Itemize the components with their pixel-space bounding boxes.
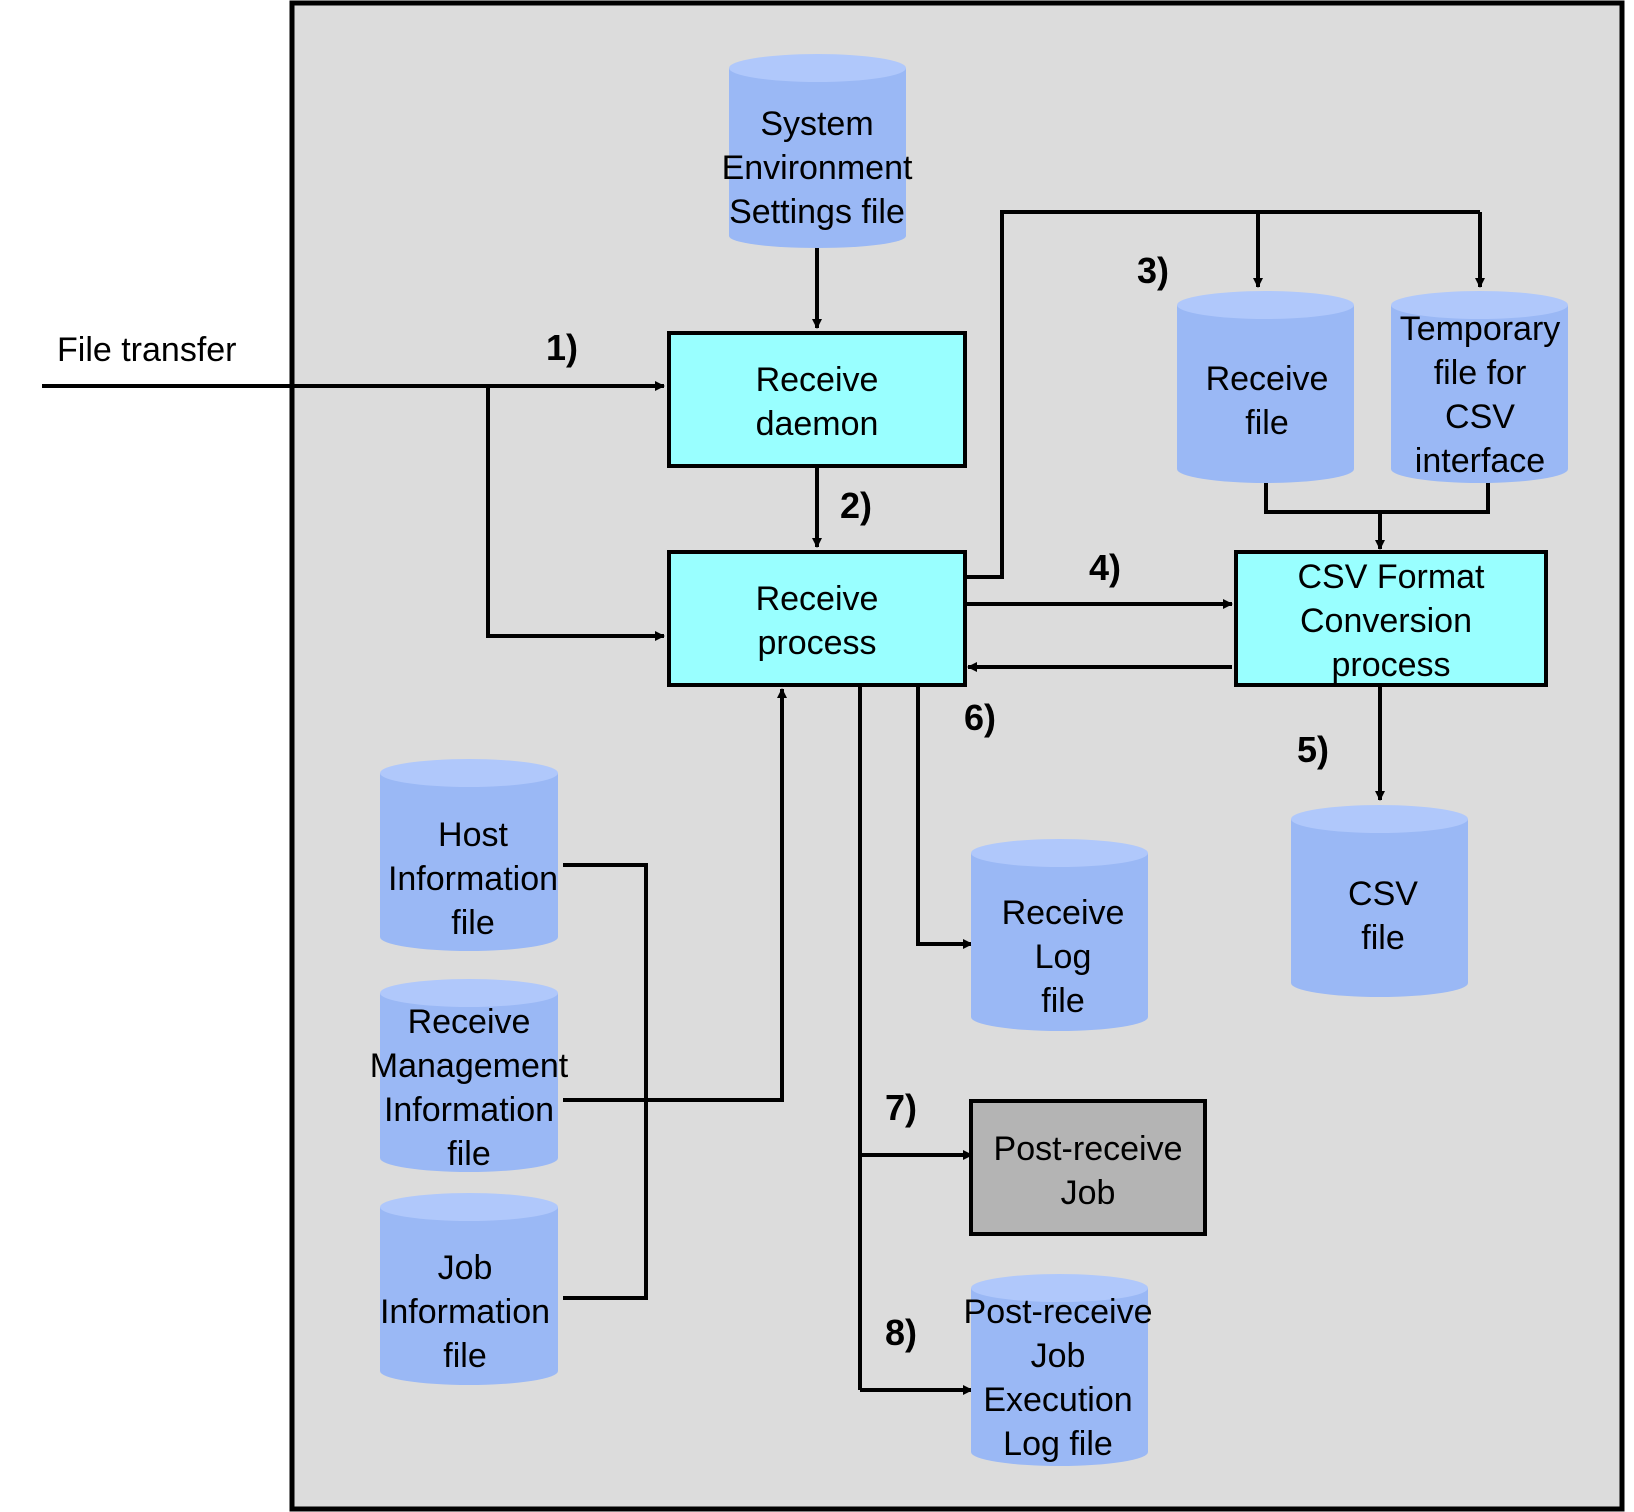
csv-conversion-line-1: CSV Format <box>1297 558 1485 596</box>
step-8-label: 8) <box>885 1312 917 1353</box>
receive-log-file[interactable]: Receive Log file <box>971 839 1148 1031</box>
receive-mgmt-line-3: Information <box>384 1091 554 1129</box>
post-job-log-line-3: Execution <box>983 1381 1132 1419</box>
csv-conversion-line-3: process <box>1331 646 1450 684</box>
post-job-log-file[interactable]: Post-receive Job Execution Log file <box>964 1274 1153 1466</box>
csv-file[interactable]: CSV file <box>1291 805 1468 997</box>
files-merge-line <box>1264 482 1490 514</box>
system-env-file[interactable]: System Environment Settings file <box>722 54 913 248</box>
host-info-line-3: file <box>451 904 494 942</box>
receive-file[interactable]: Receive file <box>1177 291 1354 483</box>
receive-file-line-1: Receive <box>1206 360 1329 398</box>
post-job-log-line-1: Post-receive <box>964 1293 1153 1331</box>
receive-log-line-3: file <box>1041 982 1084 1020</box>
step-6-label: 6) <box>964 697 996 738</box>
system-env-line-2: Environment <box>722 149 913 187</box>
step-2-label: 2) <box>840 485 872 526</box>
receive-mgmt-line-4: file <box>447 1135 490 1173</box>
file-transfer-label: File transfer <box>57 331 237 369</box>
receive-mgmt-line-2: Management <box>370 1047 569 1085</box>
connectors <box>42 210 1490 1395</box>
step-3-label: 3) <box>1137 250 1169 291</box>
receive-mgmt-file[interactable]: Receive Management Information file <box>370 979 569 1173</box>
csv-file-line-2: file <box>1361 919 1404 957</box>
receive-process-line-2: process <box>757 624 876 662</box>
post-receive-job-line-2: Job <box>1061 1174 1116 1212</box>
receive-process-line-1: Receive <box>756 580 879 618</box>
process-to-files-line <box>966 210 1480 579</box>
receive-mgmt-line-1: Receive <box>408 1003 531 1041</box>
temp-csv-line-1: Temporary <box>1400 310 1561 348</box>
info-to-process-arrow <box>563 688 787 1102</box>
receive-log-line-1: Receive <box>1002 894 1125 932</box>
post-job-log-line-2: Job <box>1031 1337 1086 1375</box>
system-env-line-1: System <box>760 105 873 143</box>
job-info-line-1: Job <box>438 1249 493 1287</box>
receive-process-box[interactable]: Receive process <box>667 550 967 687</box>
step-4-label: 4) <box>1089 547 1121 588</box>
post-receive-job-box[interactable]: Post-receive Job <box>969 1099 1207 1236</box>
temp-csv-line-4: interface <box>1415 442 1545 480</box>
process-to-log-arrow <box>916 687 973 949</box>
step-1-label: 1) <box>546 327 578 368</box>
post-job-log-line-4: Log file <box>1003 1425 1113 1463</box>
system-env-line-3: Settings file <box>729 193 905 231</box>
job-info-file[interactable]: Job Information file <box>380 1193 558 1385</box>
host-info-line-1: Host <box>438 816 508 854</box>
step-5-label: 5) <box>1297 729 1329 770</box>
temp-csv-line-2: file for <box>1434 354 1527 392</box>
csv-file-line-1: CSV <box>1348 875 1418 913</box>
post-receive-job-line-1: Post-receive <box>994 1130 1183 1168</box>
job-info-line-3: file <box>443 1337 486 1375</box>
receive-daemon-line-1: Receive <box>756 361 879 399</box>
host-info-file[interactable]: Host Information file <box>380 759 558 951</box>
temp-csv-line-3: CSV <box>1445 398 1515 436</box>
receive-log-line-2: Log <box>1035 938 1092 976</box>
receive-daemon-line-2: daemon <box>756 405 879 443</box>
info-files-bracket <box>563 863 648 1300</box>
temp-csv-file[interactable]: Temporary file for CSV interface <box>1391 291 1568 483</box>
receive-file-line-2: file <box>1245 404 1288 442</box>
file-transfer-branch-arrow <box>486 386 665 641</box>
step-7-label: 7) <box>885 1087 917 1128</box>
csv-conversion-line-2: Conversion <box>1300 602 1472 640</box>
host-info-line-2: Information <box>388 860 558 898</box>
job-info-line-2: Information <box>380 1293 550 1331</box>
receive-daemon-box[interactable]: Receive daemon <box>667 331 967 468</box>
csv-conversion-box[interactable]: CSV Format Conversion process <box>1234 550 1548 687</box>
